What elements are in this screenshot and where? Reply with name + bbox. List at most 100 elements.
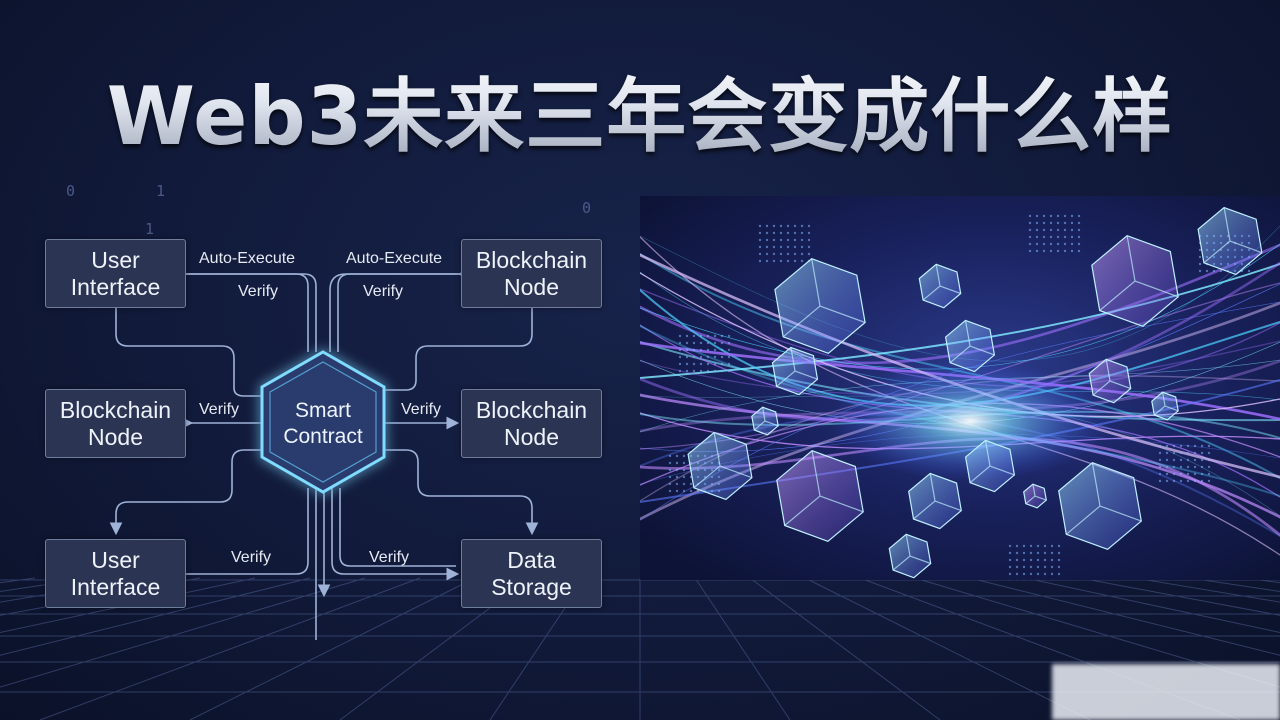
crystal-edge [753,407,779,431]
dot-pattern [699,348,703,352]
dot-pattern [678,334,682,338]
dot-pattern [682,461,686,465]
dot-pattern [1193,444,1197,448]
dot-pattern [1050,558,1054,562]
dot-pattern [1022,565,1026,569]
dot-pattern [1070,228,1074,232]
dot-pattern [786,224,790,228]
dot-pattern [1035,221,1039,225]
crystal-edge [1153,392,1179,416]
dot-pattern [793,238,797,242]
dot-pattern [1070,249,1074,253]
dot-pattern [699,355,703,359]
dot-pattern [1028,242,1032,246]
dot-pattern [1028,228,1032,232]
dot-pattern [786,245,790,249]
grid-line [914,577,1280,688]
dot-pattern [1179,479,1183,483]
crystal-edge [1025,484,1047,505]
dot-pattern [1165,465,1169,469]
dot-pattern [772,224,776,228]
dot-pattern [1070,242,1074,246]
dot-pattern [1158,458,1162,462]
dot-pattern [1015,572,1019,576]
dot-pattern [727,348,731,352]
dot-pattern [1056,249,1060,253]
dot-pattern [1029,558,1033,562]
dot-pattern [1193,479,1197,483]
dot-pattern [678,348,682,352]
dot-pattern [1049,235,1053,239]
grid-line [749,577,941,720]
dot-pattern [1070,221,1074,225]
dot-pattern [793,231,797,235]
diagram-connectors [109,267,539,640]
dot-pattern [675,468,679,472]
dot-pattern [1063,221,1067,225]
dot-pattern [765,238,769,242]
dot-pattern [793,224,797,228]
grid-line [0,577,146,603]
binary-digit: 0 [66,182,76,200]
dot-pattern [1035,228,1039,232]
dot-pattern [1207,465,1211,469]
dot-pattern [1212,269,1216,273]
dot-pattern [685,369,689,373]
dot-pattern [678,355,682,359]
dot-pattern [713,369,717,373]
edge-label-auto-execute: Auto-Execute [346,250,443,267]
crystal-edge [693,432,753,489]
dot-pattern [1070,235,1074,239]
grid-line [39,577,421,720]
grid-line [0,577,366,688]
dot-pattern [1049,221,1053,225]
dot-pattern [685,362,689,366]
dot-pattern [772,259,776,263]
dot-pattern [1008,558,1012,562]
dot-pattern [1036,558,1040,562]
dot-pattern [713,341,717,345]
dot-pattern [1063,249,1067,253]
edge-label-auto-execute: Auto-Execute [199,250,296,267]
dot-pattern [1165,444,1169,448]
grid-line [1134,577,1280,603]
dot-pattern [692,362,696,366]
dot-pattern [1050,551,1054,555]
connector [382,449,539,536]
grid-line [804,577,1091,720]
dot-pattern [720,341,724,345]
dot-pattern [1207,451,1211,455]
connector [329,273,461,352]
dot-pattern [779,259,783,263]
crystal-edge [949,320,995,364]
dot-pattern [1057,572,1061,576]
dot-pattern [758,224,762,228]
dot-pattern [692,334,696,338]
dot-pattern [1008,572,1012,576]
dot-pattern [807,252,811,256]
dot-pattern [1063,242,1067,246]
dot-pattern [1179,465,1183,469]
dot-pattern [1158,444,1162,448]
blockchain-node-left: Blockchain Node [45,389,186,458]
dot-pattern [1200,479,1204,483]
dot-pattern [1179,451,1183,455]
crystal-edge [922,264,961,301]
dot-pattern [699,334,703,338]
dot-pattern [720,348,724,352]
connector [115,307,262,397]
dot-pattern [692,369,696,373]
dot-pattern [1050,565,1054,569]
abstract-crystal-network-illustration [640,196,1280,580]
dot-pattern [1049,228,1053,232]
dot-pattern [1179,458,1183,462]
dot-pattern [713,362,717,366]
dot-pattern [675,475,679,479]
dot-pattern [1077,235,1081,239]
dot-pattern [1029,544,1033,548]
dot-pattern [706,348,710,352]
user-interface-node-top: User Interface [45,239,186,308]
dot-pattern [1022,551,1026,555]
crystal-edge [1203,207,1263,264]
